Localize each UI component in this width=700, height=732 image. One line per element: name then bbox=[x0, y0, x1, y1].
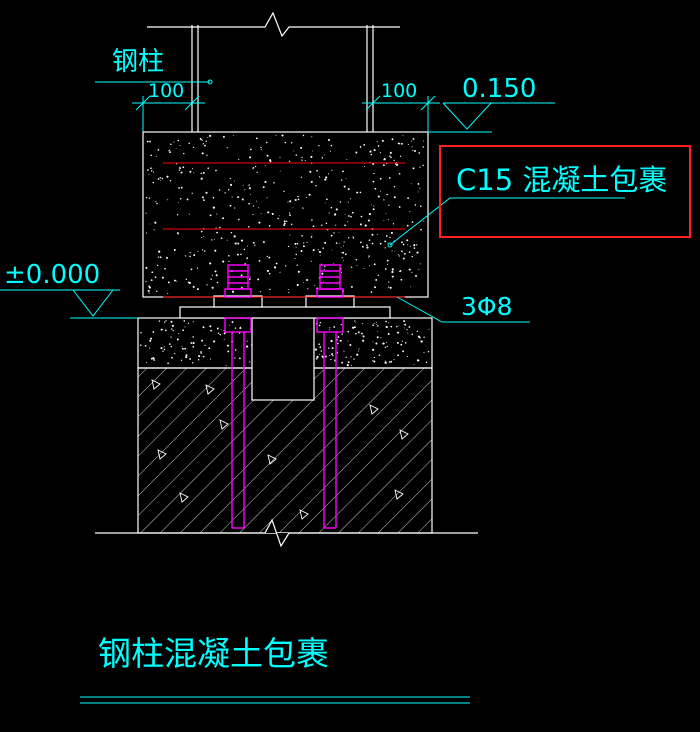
anchor-bolt-right bbox=[316, 264, 344, 529]
elevation-ground: ±0.000 bbox=[4, 260, 100, 290]
drawing-title: 钢柱混凝土包裹 bbox=[98, 634, 329, 673]
encasement-highlight-box bbox=[439, 145, 691, 238]
rebar-lines bbox=[163, 162, 405, 298]
bottom-break-line bbox=[264, 518, 290, 548]
elevation-top: 0.150 bbox=[462, 74, 536, 104]
upper-concrete-fill bbox=[144, 133, 427, 296]
anchor-bolt-left bbox=[224, 264, 252, 529]
rebar-label: 3Φ8 bbox=[461, 292, 513, 321]
annotation-lines bbox=[0, 79, 625, 704]
base-plate bbox=[179, 295, 391, 319]
top-break-line bbox=[147, 11, 400, 38]
column-label: 钢柱 bbox=[112, 47, 164, 77]
dimension-left: 100 bbox=[148, 80, 184, 102]
concrete-aggregate bbox=[140, 134, 430, 520]
encasement-label: C15 混凝土包裹 bbox=[456, 163, 667, 197]
foundation-pocket bbox=[251, 317, 315, 401]
upper-encasement-block bbox=[142, 131, 429, 298]
dimension-right: 100 bbox=[381, 80, 417, 102]
